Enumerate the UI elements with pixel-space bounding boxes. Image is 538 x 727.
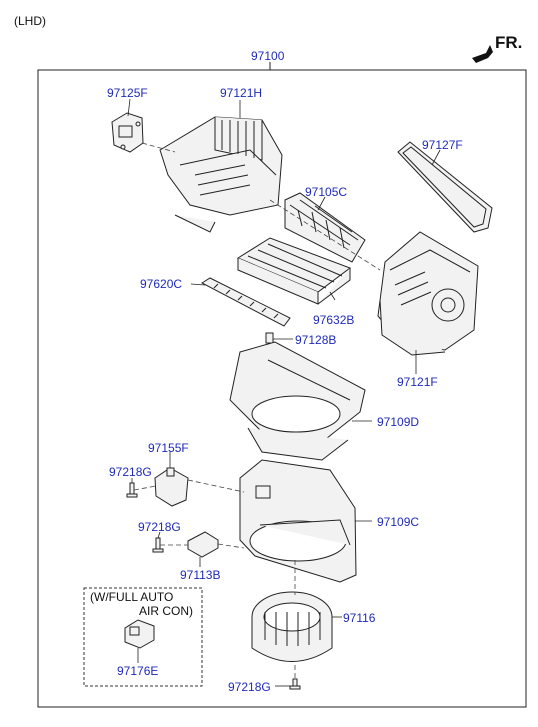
assembly-label-97100[interactable]: 97100 (251, 49, 285, 63)
part-label-97218g-b[interactable]: 97218G (138, 520, 181, 534)
screw-97218g-c (289, 678, 301, 690)
part-label-97176e[interactable]: 97176E (117, 664, 159, 678)
part-label-97105c[interactable]: 97105C (305, 185, 348, 199)
part-label-97125f[interactable]: 97125F (107, 86, 148, 100)
blower-case-97121f (377, 231, 479, 356)
resistor-97113b (187, 531, 219, 558)
front-direction-label: FR. (495, 33, 523, 52)
option-box-border (83, 587, 203, 687)
part-label-97116[interactable]: 97116 (343, 611, 376, 625)
part-label-97155f[interactable]: 97155F (148, 441, 189, 455)
filter-cover-97105c (284, 192, 366, 263)
part-label-97128b[interactable]: 97128B (295, 333, 337, 347)
intake-case-97121h (159, 116, 283, 233)
drive-variant-label: (LHD) (14, 14, 46, 28)
actuator-97125f (111, 112, 144, 153)
part-label-97121f[interactable]: 97121F (397, 375, 438, 389)
part-label-97109d[interactable]: 97109D (377, 415, 420, 429)
seal-97127f (397, 141, 493, 233)
option-note-line1: (W/FULL AUTO (90, 590, 174, 604)
part-label-97632b[interactable]: 97632B (313, 313, 355, 327)
part-label-97620c[interactable]: 97620C (140, 277, 183, 291)
screw-97218g-a (126, 482, 138, 498)
upper-scroll-97109d (229, 341, 366, 461)
diagram-frame (37, 69, 527, 708)
part-label-97113b[interactable]: 97113B (180, 568, 221, 582)
front-arrow-icon (472, 45, 493, 63)
part-label-97127f[interactable]: 97127F (422, 138, 463, 152)
cabin-filter-97632b (236, 237, 352, 305)
part-label-97218g-c[interactable]: 97218G (228, 680, 271, 694)
part-label-97218g-a[interactable]: 97218G (109, 465, 152, 479)
part-label-97121h[interactable]: 97121H (220, 86, 263, 100)
actuator-97155f (154, 467, 189, 507)
clip-97128b (265, 332, 274, 344)
blower-motor-97116 (251, 591, 333, 662)
lower-scroll-97109c (239, 459, 357, 583)
part-label-97109c[interactable]: 97109C (377, 515, 420, 529)
filter-strip-97620c (200, 277, 291, 327)
option-note-line2: AIR CON) (139, 604, 193, 618)
sensor-97176e (124, 619, 155, 649)
